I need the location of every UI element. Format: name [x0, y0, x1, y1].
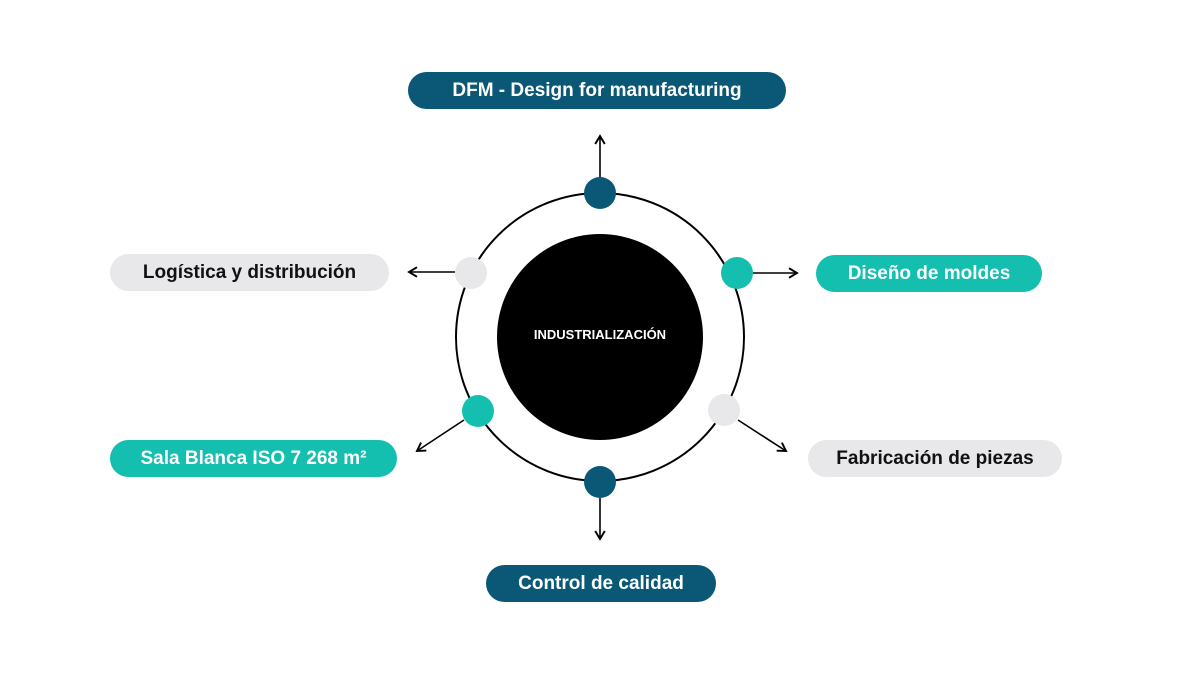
dot-logistica: [455, 257, 487, 289]
center-label: INDUSTRIALIZACIÓN: [533, 327, 667, 342]
node-diseno-moldes: Diseño de moldes: [816, 255, 1042, 292]
node-control-calidad: Control de calidad: [486, 565, 716, 602]
arrow-sala: [415, 419, 465, 453]
dot-dfm: [584, 177, 616, 209]
arrow-fabricacion: [737, 419, 788, 453]
center-circle: [497, 234, 703, 440]
dot-fabricacion: [708, 394, 740, 426]
node-logistica: Logística y distribución: [110, 254, 389, 291]
dot-sala: [462, 395, 494, 427]
dot-control: [584, 466, 616, 498]
dot-moldes: [721, 257, 753, 289]
node-dfm: DFM - Design for manufacturing: [408, 72, 786, 109]
node-fabricacion-piezas: Fabricación de piezas: [808, 440, 1062, 477]
node-sala-blanca: Sala Blanca ISO 7 268 m²: [110, 440, 397, 477]
